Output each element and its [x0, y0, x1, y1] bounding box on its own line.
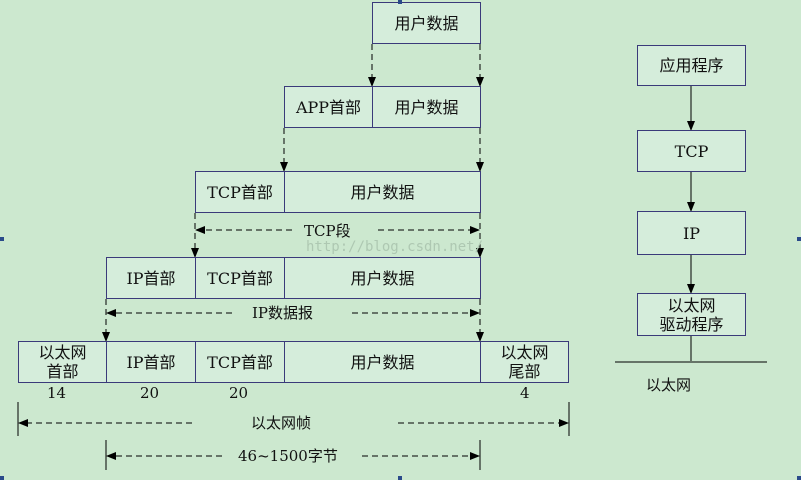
driver-line2: 驱动程序	[659, 314, 724, 334]
eth-trailer-line1: 以太网	[500, 343, 549, 362]
row5-tcp-header: TCP首部	[195, 341, 285, 383]
ethernet-frame-label: 以太网帧	[251, 414, 312, 432]
resize-handle-right-middle[interactable]	[797, 237, 801, 241]
eth-header-line1: 以太网	[38, 343, 87, 362]
resize-handle-bottom-left[interactable]	[0, 476, 4, 480]
row5-eth-trailer: 以太网 尾部	[480, 341, 569, 383]
eth-header-line2: 首部	[46, 362, 79, 381]
resize-handle-top-center[interactable]	[398, 0, 402, 4]
size-tcp-header: 20	[229, 384, 249, 402]
row2-app-header: APP首部	[284, 86, 373, 128]
row1-user-data: 用户数据	[372, 2, 481, 44]
stack-ethernet-label: 以太网	[646, 376, 692, 394]
driver-line1: 以太网	[667, 295, 716, 315]
row4-user-data: 用户数据	[284, 257, 481, 299]
row2-user-data: 用户数据	[372, 86, 481, 128]
row3-user-data: 用户数据	[284, 171, 481, 213]
resize-handle-left-middle[interactable]	[0, 237, 4, 241]
eth-trailer-line2: 尾部	[508, 362, 541, 381]
payload-size-label: 46~1500字节	[238, 447, 338, 465]
row5-ip-header: IP首部	[106, 341, 196, 383]
size-eth-trailer: 4	[520, 384, 530, 402]
row3-tcp-header: TCP首部	[195, 171, 285, 213]
stack-ip: IP	[637, 211, 746, 255]
stack-tcp: TCP	[637, 130, 746, 172]
row5-eth-header: 以太网 首部	[18, 341, 107, 383]
resize-handle-bottom-center[interactable]	[398, 476, 402, 480]
row4-ip-header: IP首部	[106, 257, 196, 299]
row5-user-data: 用户数据	[284, 341, 481, 383]
stack-application: 应用程序	[637, 45, 746, 86]
ip-datagram-label: IP数据报	[252, 304, 314, 322]
row4-tcp-header: TCP首部	[195, 257, 285, 299]
size-ip-header: 20	[140, 384, 160, 402]
tcp-segment-label: TCP段	[304, 222, 351, 240]
resize-handle-bottom-right[interactable]	[797, 476, 801, 480]
stack-ethernet-driver: 以太网 驱动程序	[637, 293, 746, 336]
size-eth-header: 14	[47, 384, 67, 402]
watermark: http://blog.csdn.net/	[306, 239, 484, 255]
